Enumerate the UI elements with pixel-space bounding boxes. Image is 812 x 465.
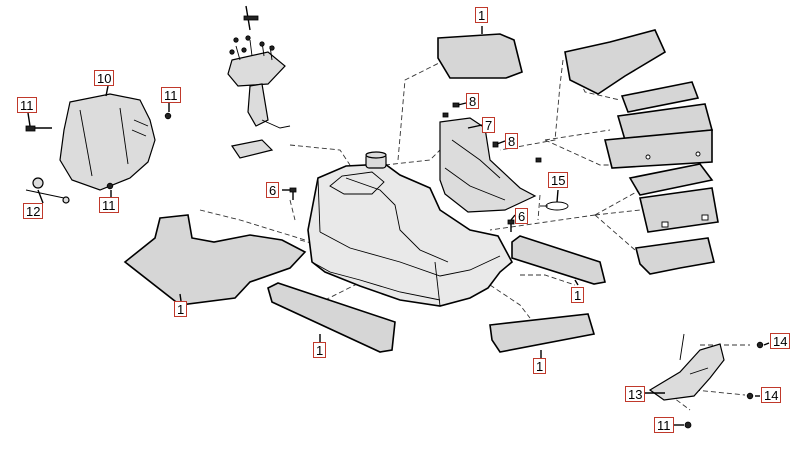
ring-clip	[540, 201, 569, 211]
bolt-icon	[535, 157, 542, 163]
callout-7: 7	[482, 117, 496, 133]
heat-shield	[59, 93, 156, 191]
bolt-icon	[233, 37, 239, 43]
bolt-icon	[241, 47, 247, 53]
callout-15: 15	[548, 172, 569, 188]
pad-hole-icon	[695, 151, 701, 157]
callout-1-right: 1	[571, 287, 585, 303]
callout-8-top: 8	[466, 93, 480, 109]
bolt-icon	[164, 112, 172, 120]
pad-stack-2	[620, 81, 700, 113]
fuel-pump-assembly	[227, 5, 291, 159]
bottom-guard	[648, 333, 725, 401]
bolt-icon	[245, 35, 251, 41]
callout-12: 12	[23, 203, 44, 219]
pad-stack-4	[603, 129, 713, 169]
bolt-icon	[746, 392, 754, 400]
callout-1-bottom: 1	[313, 342, 327, 358]
bolt-icon	[684, 421, 692, 429]
bolt-icon	[229, 49, 235, 55]
bolt-icon	[259, 41, 265, 47]
bolt-icon	[507, 219, 515, 225]
pad-stack-5	[628, 163, 714, 196]
callout-1-left: 1	[174, 301, 188, 317]
pad-hole-icon	[645, 154, 651, 160]
callout-8-lower: 8	[505, 133, 519, 149]
bolt-icon	[269, 45, 275, 51]
bolt-icon	[442, 112, 449, 118]
callout-11-left: 11	[17, 97, 37, 113]
bolt-icon	[106, 182, 114, 190]
callout-1-lower-right: 1	[533, 358, 547, 374]
callout-10: 10	[94, 70, 115, 86]
pad-hole-icon	[661, 221, 669, 228]
callout-6-right: 6	[515, 208, 529, 224]
pad-left	[123, 214, 307, 306]
pad-hole-icon	[701, 214, 709, 221]
bolt-icon	[492, 141, 499, 148]
fuel-tank	[307, 151, 514, 307]
callout-1-top: 1	[475, 7, 489, 23]
bolt-icon	[25, 125, 36, 132]
callout-11-lower-right: 11	[654, 417, 674, 433]
callout-14-top: 14	[770, 333, 791, 349]
pad-stack-7	[635, 237, 715, 275]
callout-11-bottom: 11	[99, 197, 119, 213]
callout-14-bottom: 14	[761, 387, 782, 403]
pad-bottom	[267, 282, 396, 353]
pad-stack-1	[564, 29, 667, 95]
pad-stack-6	[639, 187, 719, 233]
pad-right	[511, 235, 606, 285]
tank-bracket	[439, 117, 537, 213]
callout-11-right: 11	[161, 87, 181, 103]
callout-6-left: 6	[266, 182, 280, 198]
bolt-icon	[756, 341, 764, 349]
hose-clamp	[25, 177, 70, 204]
bolts	[25, 102, 764, 429]
bolt-icon	[289, 187, 297, 193]
callout-13: 13	[625, 386, 646, 402]
pad-top	[437, 33, 523, 79]
pad-lower-right	[489, 313, 596, 353]
